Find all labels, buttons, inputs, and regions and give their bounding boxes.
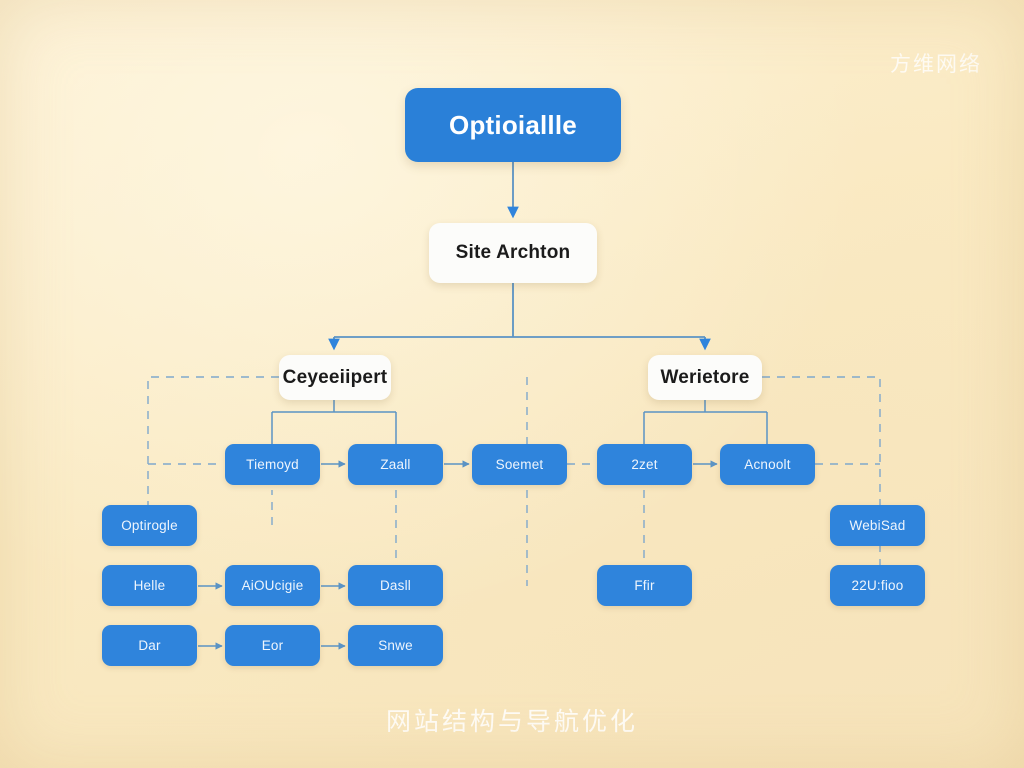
node-root[interactable]: Optioiallle (405, 88, 621, 162)
node-helle-label: Helle (133, 578, 166, 593)
node-acnoolt-label: Acnoolt (744, 457, 791, 472)
edge-site-to-hubs (328, 283, 711, 351)
node-helle[interactable]: Helle (102, 565, 197, 606)
node-ffir-label: Ffir (634, 578, 655, 593)
node-zaall[interactable]: Zaall (348, 444, 443, 485)
node-eor[interactable]: Eor (225, 625, 320, 666)
node-2zet[interactable]: 2zet (597, 444, 692, 485)
node-dasll-label: Dasll (379, 578, 411, 593)
node-ffir[interactable]: Ffir (597, 565, 692, 606)
node-root-label: Optioiallle (449, 109, 577, 140)
node-optirogle-label: Optirogle (121, 518, 178, 533)
node-eor-label: Eor (261, 638, 284, 653)
node-webisad[interactable]: WebiSad (830, 505, 925, 546)
node-left-hub[interactable]: Ceyeeiipert (279, 355, 391, 400)
diagram-caption: 网站结构与导航优化 (385, 707, 638, 736)
watermark-text: 方维网络 (890, 52, 982, 76)
edge-sibling-arrows (198, 460, 718, 650)
node-tiemoyd[interactable]: Tiemoyd (225, 444, 320, 485)
node-22ufioo[interactable]: 22U:fioo (830, 565, 925, 606)
node-right-hub-label: Werietore (660, 366, 750, 388)
node-aioucigie-label: AiOUcigie (241, 578, 304, 593)
node-left-hub-label: Ceyeeiipert (282, 366, 388, 388)
node-optirogle[interactable]: Optirogle (102, 505, 197, 546)
node-webisad-label: WebiSad (849, 518, 906, 533)
node-aioucigie[interactable]: AiOUcigie (225, 565, 320, 606)
node-snwe[interactable]: Snwe (348, 625, 443, 666)
node-dar[interactable]: Dar (102, 625, 197, 666)
node-soemet-label: Soemet (495, 457, 544, 472)
node-tiemoyd-label: Tiemoyd (246, 457, 299, 472)
node-acnoolt[interactable]: Acnoolt (720, 444, 815, 485)
node-soemet[interactable]: Soemet (472, 444, 567, 485)
node-right-hub[interactable]: Werietore (648, 355, 762, 400)
node-dasll[interactable]: Dasll (348, 565, 443, 606)
node-22ufioo-label: 22U:fioo (851, 578, 904, 593)
node-dar-label: Dar (138, 638, 161, 653)
node-snwe-label: Snwe (378, 638, 413, 653)
node-2zet-label: 2zet (631, 457, 658, 472)
edge-left-hub-children (271, 400, 397, 444)
node-site-architecture-label: Site Archton (455, 242, 571, 263)
edge-right-hub-children (643, 400, 768, 444)
node-zaall-label: Zaall (380, 457, 411, 472)
node-site-architecture[interactable]: Site Archton (429, 223, 597, 283)
